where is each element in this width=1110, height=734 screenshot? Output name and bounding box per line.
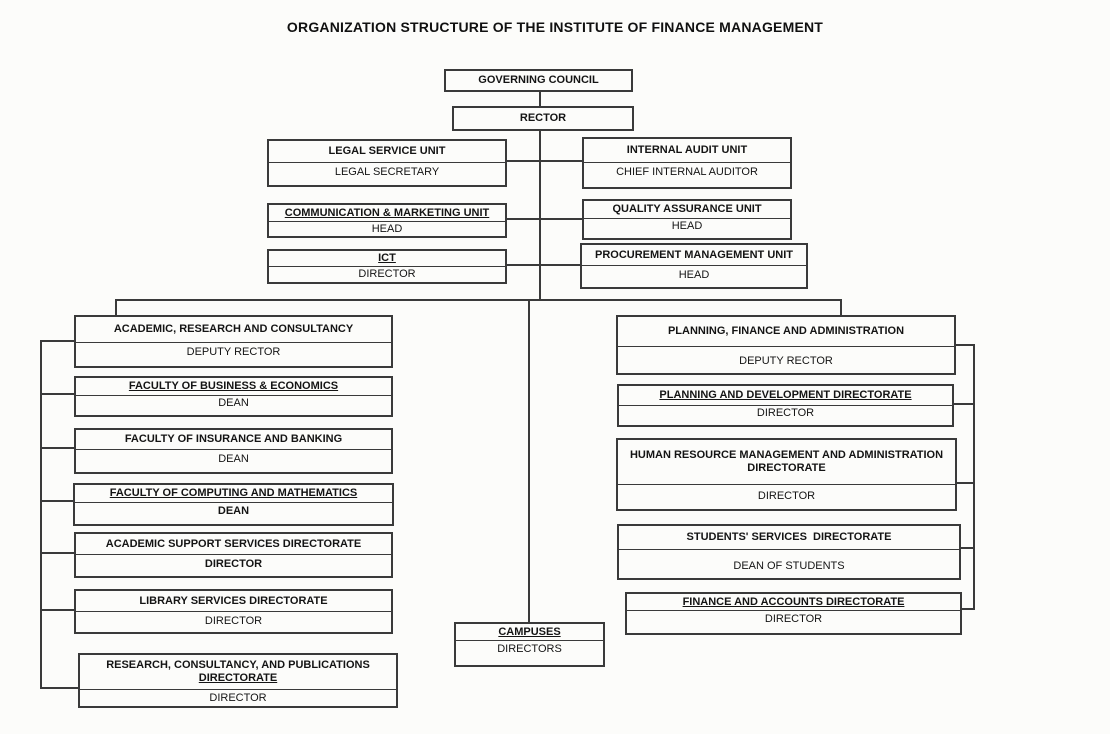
org-box-faculty-business-economics: FACULTY OF BUSINESS & ECONOMICS DEAN — [74, 376, 393, 417]
stub-line — [40, 340, 76, 342]
org-box-legal-service-unit: LEGAL SERVICE UNIT LEGAL SECRETARY — [267, 139, 507, 187]
org-box-procurement-management-unit: PROCUREMENT MANAGEMENT UNIT HEAD — [580, 243, 808, 289]
box-title: INTERNAL AUDIT UNIT — [584, 139, 790, 163]
org-box-academic-research-consultancy: ACADEMIC, RESEARCH AND CONSULTANCY DEPUT… — [74, 315, 393, 368]
box-title: LEGAL SERVICE UNIT — [269, 141, 505, 163]
box-title: STUDENTS' SERVICES DIRECTORATE — [619, 526, 959, 550]
org-box-finance-accounts-directorate: FINANCE AND ACCOUNTS DIRECTORATE DIRECTO… — [625, 592, 962, 635]
box-title: FACULTY OF BUSINESS & ECONOMICS — [76, 378, 391, 396]
box-title: CAMPUSES — [456, 624, 603, 641]
box-role: LEGAL SECRETARY — [334, 166, 440, 178]
spine-line — [539, 131, 541, 301]
stub-line — [40, 687, 80, 689]
box-title: ACADEMIC, RESEARCH AND CONSULTANCY — [76, 317, 391, 343]
org-box-human-resource-management-administration-directorate: HUMAN RESOURCE MANAGEMENT AND ADMINISTRA… — [616, 438, 957, 511]
box-title: LIBRARY SERVICES DIRECTORATE — [76, 591, 391, 612]
org-box-campuses: CAMPUSES DIRECTORS — [454, 622, 605, 667]
box-title: QUALITY ASSURANCE UNIT — [584, 201, 790, 219]
box-role: DIRECTORS — [497, 643, 562, 655]
stub-line — [954, 344, 975, 346]
stub-line — [952, 403, 975, 405]
stub-line — [40, 609, 76, 611]
org-box-quality-assurance-unit: QUALITY ASSURANCE UNIT HEAD — [582, 199, 792, 240]
org-box-planning-development-directorate: PLANNING AND DEVELOPMENT DIRECTORATE DIR… — [617, 384, 954, 427]
connector-line — [505, 264, 583, 266]
stub-line — [40, 552, 76, 554]
spine-line — [539, 92, 541, 107]
stub-line — [959, 547, 975, 549]
spine-line — [528, 299, 530, 622]
stub-line — [40, 447, 76, 449]
box-role: DIRECTOR — [756, 407, 815, 419]
box-title: FINANCE AND ACCOUNTS DIRECTORATE — [627, 594, 960, 611]
box-role: DIRECTOR — [757, 490, 816, 502]
box-title: FACULTY OF COMPUTING AND MATHEMATICS — [75, 485, 392, 503]
box-role: DEAN — [217, 505, 250, 517]
branch-drop-line — [115, 299, 117, 316]
box-title: ACADEMIC SUPPORT SERVICES DIRECTORATE — [76, 534, 391, 555]
connector-line — [505, 160, 583, 162]
stub-line — [40, 393, 76, 395]
left-rail-line — [40, 340, 42, 689]
box-role: DIRECTOR — [204, 615, 263, 627]
stub-line — [955, 482, 975, 484]
org-box-faculty-insurance-banking: FACULTY OF INSURANCE AND BANKING DEAN — [74, 428, 393, 474]
box-role: DIRECTOR — [209, 692, 267, 704]
box-role: DEPUTY RECTOR — [739, 355, 833, 367]
stub-line — [960, 608, 975, 610]
org-box-internal-audit-unit: INTERNAL AUDIT UNIT CHIEF INTERNAL AUDIT… — [582, 137, 792, 189]
org-box-library-services-directorate: LIBRARY SERVICES DIRECTORATE DIRECTOR — [74, 589, 393, 634]
box-role: HEAD — [371, 223, 403, 235]
box-title: RECTOR — [519, 112, 567, 125]
right-rail-line — [973, 344, 975, 609]
box-title: GOVERNING COUNCIL — [478, 74, 599, 87]
box-title: HUMAN RESOURCE MANAGEMENT AND ADMINISTRA… — [618, 440, 955, 485]
box-role: HEAD — [671, 220, 703, 232]
org-box-faculty-computing-mathematics: FACULTY OF COMPUTING AND MATHEMATICS DEA… — [73, 483, 394, 526]
org-box-planning-finance-administration: PLANNING, FINANCE AND ADMINISTRATION DEP… — [616, 315, 956, 375]
stub-line — [40, 500, 76, 502]
box-role: DIRECTOR — [358, 268, 416, 280]
connector-line — [505, 218, 583, 220]
box-title: RESEARCH, CONSULTANCY, AND PUBLICATIONS … — [80, 655, 396, 690]
page-title: ORGANIZATION STRUCTURE OF THE INSTITUTE … — [286, 19, 824, 35]
branch-drop-line — [840, 299, 842, 316]
branch-line — [115, 299, 841, 301]
org-box-research-consultancy-publications-directorate: RESEARCH, CONSULTANCY, AND PUBLICATIONS … — [78, 653, 398, 708]
box-title: FACULTY OF INSURANCE AND BANKING — [76, 430, 391, 450]
box-role: DIRECTOR — [204, 558, 263, 570]
box-title: PLANNING, FINANCE AND ADMINISTRATION — [618, 317, 954, 347]
org-box-communication-marketing-unit: COMMUNICATION & MARKETING UNIT HEAD — [267, 203, 507, 238]
box-title: ICT — [269, 251, 505, 267]
org-box-students-services-directorate: STUDENTS' SERVICES DIRECTORATE DEAN OF S… — [617, 524, 961, 580]
box-title: PROCUREMENT MANAGEMENT UNIT — [582, 245, 806, 266]
org-box-academic-support-services-directorate: ACADEMIC SUPPORT SERVICES DIRECTORATE DI… — [74, 532, 393, 578]
org-box-ict: ICT DIRECTOR — [267, 249, 507, 284]
box-role: HEAD — [678, 269, 710, 281]
box-role: DEAN — [218, 397, 249, 409]
box-role: CHIEF INTERNAL AUDITOR — [616, 166, 758, 178]
org-box-rector: RECTOR — [452, 106, 634, 131]
box-title: COMMUNICATION & MARKETING UNIT — [269, 205, 505, 222]
box-title: PLANNING AND DEVELOPMENT DIRECTORATE — [619, 386, 952, 406]
org-box-governing-council: GOVERNING COUNCIL — [444, 69, 633, 92]
box-role: DIRECTOR — [764, 613, 823, 625]
box-role: DEAN OF STUDENTS — [733, 560, 845, 572]
box-role: DEPUTY RECTOR — [186, 346, 281, 358]
box-role: DEAN — [218, 453, 249, 465]
